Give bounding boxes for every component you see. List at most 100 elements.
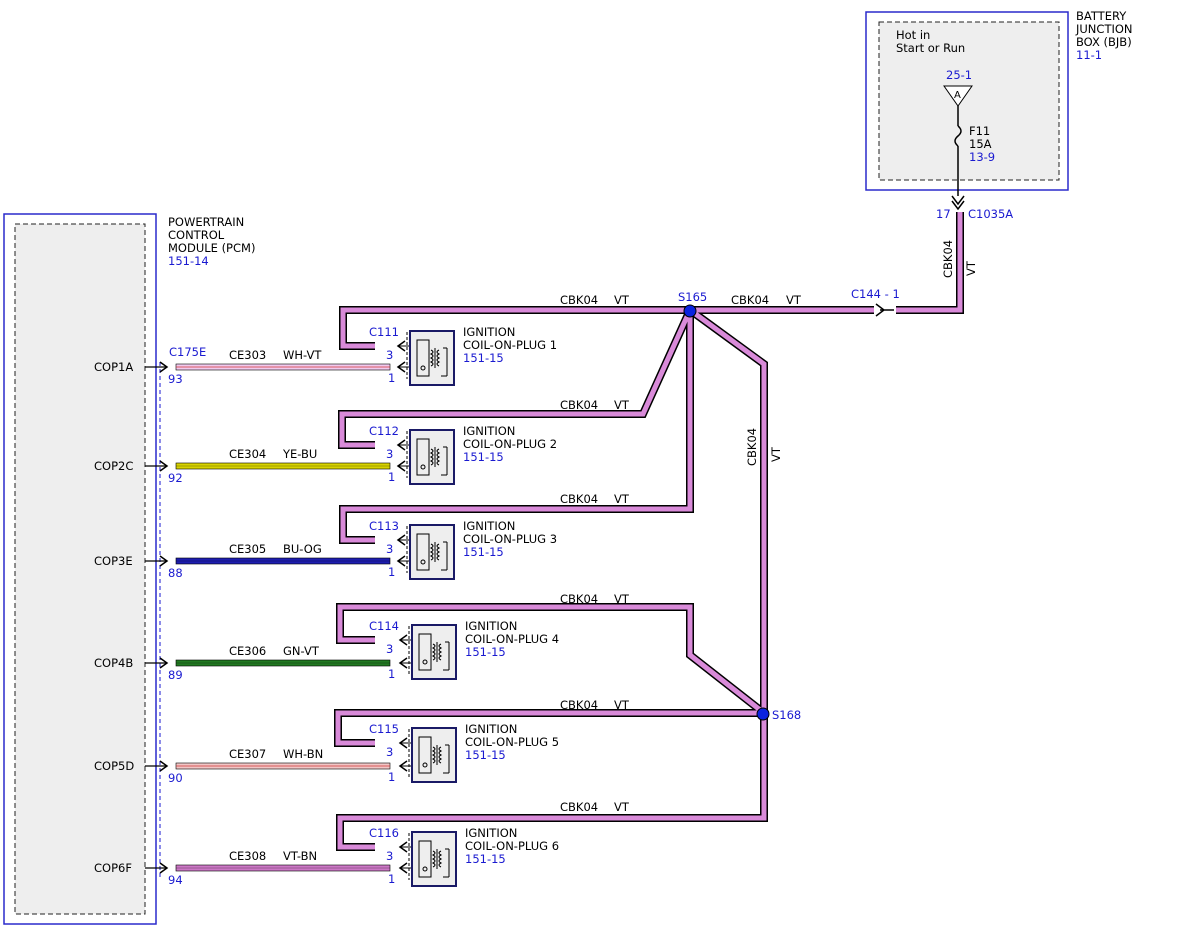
- coil-connector-label: C115: [369, 722, 399, 736]
- coil-ref: 151-15: [463, 450, 504, 464]
- pcm-block: POWERTRAIN CONTROL MODULE (PCM) 151-14 C…: [3, 213, 255, 925]
- bjb-name-line3: BOX (BJB): [1076, 35, 1132, 49]
- splice-s168-dot: [756, 707, 770, 721]
- splice-s168-label: S168: [772, 708, 801, 722]
- splice-s165-dot: [683, 304, 697, 318]
- signal-wire-color: WH-VT: [283, 348, 322, 362]
- coil-supply-pin: 3: [386, 348, 393, 362]
- bjb-bus-ref: 25-1: [946, 68, 972, 82]
- supply-circuit-label: CBK04: [560, 398, 598, 412]
- signal-circuit-number: CE304: [229, 447, 266, 461]
- coil-signal-pin: 1: [388, 770, 395, 784]
- pcm-signal-label: COP2C: [94, 459, 133, 473]
- supply-color-label: VT: [614, 592, 630, 606]
- coil-connector-label: C114: [369, 619, 399, 633]
- coil-ref: 151-15: [463, 351, 504, 365]
- feed-color-label: VT: [786, 293, 802, 307]
- feed-vertical-color: VT: [964, 260, 978, 276]
- coil-ref: 151-15: [465, 748, 506, 762]
- coil-connector-label: C116: [369, 826, 399, 840]
- pcm-connector: C175E: [169, 345, 206, 359]
- pcm-pin-connector-icon: [159, 361, 169, 373]
- pcm-pin-number: 92: [168, 471, 183, 485]
- feed-vertical-circuit: CBK04: [941, 240, 955, 278]
- pcm-pin-connector-icon: [159, 460, 169, 472]
- c144-connector-icon: [875, 303, 894, 317]
- coil-name-line2: COIL-ON-PLUG 5: [465, 735, 559, 749]
- coil-signal-pin: 1: [388, 470, 395, 484]
- coil-name-line2: COIL-ON-PLUG 4: [465, 632, 559, 646]
- supply-color-label: VT: [614, 293, 630, 307]
- coil-name-line1: IGNITION: [463, 424, 515, 438]
- signal-circuit-number: CE305: [229, 542, 266, 556]
- ignition-coil-icon: [409, 330, 455, 386]
- coil-signal-pin: 1: [388, 667, 395, 681]
- bjb-hot-line1: Hot in: [896, 28, 930, 42]
- coil-supply-pin: 3: [386, 745, 393, 759]
- pcm-name-line1: POWERTRAIN: [168, 215, 244, 229]
- coil-ref: 151-15: [465, 645, 506, 659]
- pcm-pin-number: 88: [168, 566, 183, 580]
- supply-circuit-label: CBK04: [560, 592, 598, 606]
- bjb-pin: 17: [936, 207, 951, 221]
- supply-circuit-label: CBK04: [560, 492, 598, 506]
- coil-supply-pin: 3: [386, 447, 393, 461]
- bjb-name-line2: JUNCTION: [1075, 22, 1133, 36]
- signal-wire-color: WH-BN: [283, 747, 323, 761]
- signal-circuit-number: CE303: [229, 348, 266, 362]
- coil-name-line1: IGNITION: [465, 619, 517, 633]
- coil-name-line2: COIL-ON-PLUG 1: [463, 338, 557, 352]
- bjb-block: BATTERY JUNCTION BOX (BJB) 11-1 Hot in S…: [865, 9, 1133, 221]
- c144-label: C144 - 1: [851, 287, 900, 301]
- bjb-hot-line2: Start or Run: [896, 41, 965, 55]
- signal-wire: [175, 864, 391, 872]
- coil-name-line1: IGNITION: [465, 722, 517, 736]
- coil-connector-label: C111: [369, 325, 399, 339]
- c1035a-connector-icon: [951, 195, 965, 211]
- supply-circuit-label: CBK04: [560, 698, 598, 712]
- pcm-pin-connector-icon: [159, 657, 169, 669]
- coil-supply-pin: 3: [386, 642, 393, 656]
- coil-connector-label: C113: [369, 519, 399, 533]
- supply-circuit-label: CBK04: [560, 293, 598, 307]
- vt-harness-color: [335, 212, 963, 850]
- coil-supply-pin: 3: [386, 849, 393, 863]
- coil-name-line2: COIL-ON-PLUG 3: [463, 532, 557, 546]
- coil-signal-pin: 1: [388, 371, 395, 385]
- fuse-ref: 13-9: [969, 150, 995, 164]
- coil-connector-label: C112: [369, 424, 399, 438]
- coil-signal-pin: 1: [388, 565, 395, 579]
- splice-s165-label: S165: [678, 290, 707, 304]
- fuse-rating: 15A: [969, 137, 992, 151]
- signal-wire: [175, 659, 391, 667]
- fuse-name: F11: [969, 124, 990, 138]
- bus-triangle-icon: [943, 85, 973, 107]
- bjb-inner-area: [878, 21, 1060, 181]
- ignition-coil-icon: [411, 624, 457, 680]
- trunk-vertical-color: VT: [769, 446, 783, 462]
- pcm-signal-label: COP1A: [94, 360, 133, 374]
- pcm-pin-connector-icon: [159, 862, 169, 874]
- bjb-name-line1: BATTERY: [1076, 9, 1127, 23]
- coil-name-line1: IGNITION: [463, 325, 515, 339]
- coil-ref: 151-15: [465, 852, 506, 866]
- coil-ref: 151-15: [463, 545, 504, 559]
- pcm-name-line3: MODULE (PCM): [168, 241, 255, 255]
- signal-wire-color: BU-OG: [283, 542, 322, 556]
- signal-circuit-number: CE308: [229, 849, 266, 863]
- coil-name-line1: IGNITION: [465, 826, 517, 840]
- signal-circuit-number: CE307: [229, 747, 266, 761]
- supply-circuit-label: CBK04: [560, 800, 598, 814]
- pcm-signal-label: COP5D: [94, 759, 134, 773]
- pcm-pin-number: 90: [168, 771, 183, 785]
- pcm-signal-label: COP6F: [94, 861, 132, 875]
- pcm-pin-number: 89: [168, 668, 183, 682]
- pcm-name-line2: CONTROL: [168, 228, 225, 242]
- coil-name-line2: COIL-ON-PLUG 6: [465, 839, 559, 853]
- trunk-vertical-circuit: CBK04: [745, 428, 759, 466]
